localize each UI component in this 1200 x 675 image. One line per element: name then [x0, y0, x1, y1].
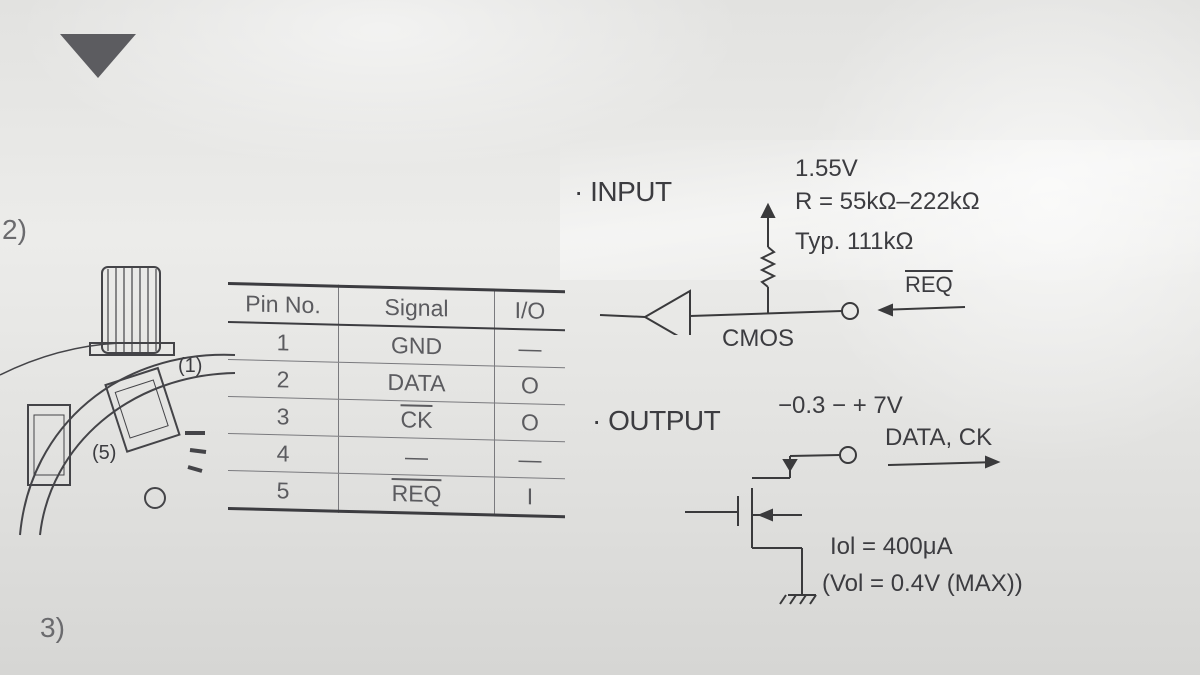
input-signal-label: REQ — [905, 272, 953, 297]
pin-signal: CK — [338, 399, 495, 441]
section-number-2: 2) — [2, 214, 27, 245]
device-label-5: (5) — [92, 442, 117, 464]
input-resistance-typical: Typ. 111kΩ — [795, 228, 914, 255]
pin-number: 5 — [228, 470, 339, 512]
output-voltage-max: (Vol = 0.4V (MAX)) — [822, 570, 1023, 597]
pin-number: 1 — [228, 322, 339, 363]
input-heading: · INPUT — [574, 176, 672, 207]
section-number-3: 3) — [40, 612, 65, 643]
pin-number: 2 — [228, 359, 339, 400]
pin-io: — — [518, 445, 542, 473]
connector-device-illustration — [0, 266, 236, 536]
pin-number: 4 — [228, 433, 339, 474]
header-io: I/O — [514, 296, 546, 324]
pin-signal: DATA — [338, 362, 495, 404]
pin-signal: REQ — [338, 473, 495, 516]
pin-number: 3 — [228, 396, 339, 437]
output-current: Iol = 400μA — [830, 533, 953, 560]
cmos-label: CMOS — [722, 325, 794, 352]
pin-signal: GND — [338, 324, 495, 367]
table-row: 5 REQ I — [228, 470, 565, 517]
pin-io: I — [526, 482, 534, 509]
header-pin-no: Pin No. — [228, 283, 339, 325]
output-signal-text: DATA, CK — [885, 424, 993, 451]
input-circuit-diagram — [599, 202, 966, 335]
pin-io: O — [521, 371, 539, 399]
device-label-1: (1) — [178, 355, 203, 377]
output-heading: · OUTPUT — [592, 405, 721, 436]
pin-signal: — — [338, 436, 495, 478]
pin-assignment-table: Pin No. Signal I/O 1 GND — 2 DATA O 3 CK… — [228, 282, 565, 518]
output-voltage-range: −0.3 − + 7V — [778, 392, 903, 419]
header-signal: Signal — [338, 286, 495, 329]
input-voltage: 1.55V — [795, 155, 858, 182]
input-resistance-range: R = 55kΩ–222kΩ — [795, 188, 980, 215]
output-circuit-diagram — [685, 446, 1001, 605]
triangle-marker-icon — [60, 34, 136, 78]
pin-io: — — [518, 334, 542, 362]
pin-io: O — [521, 408, 539, 436]
output-signal-label: DATA, CK — [885, 424, 992, 452]
paper-fold-highlight — [560, 140, 1200, 280]
